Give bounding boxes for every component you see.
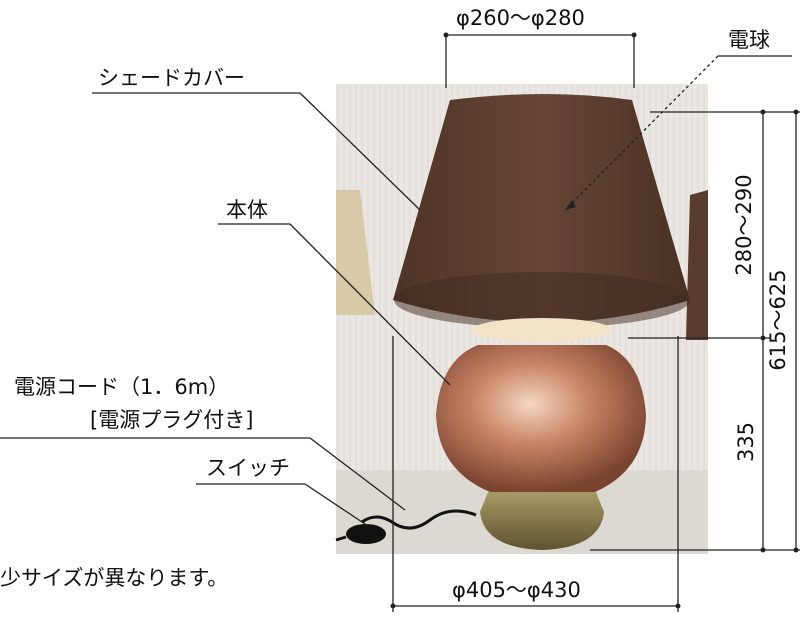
shade-diameter-label: φ260～φ280 <box>456 6 585 30</box>
lampshade <box>393 94 690 323</box>
note-text: 少サイズが異なります。 <box>0 566 229 590</box>
bulb-arrow-icon <box>565 200 576 210</box>
power-plug-label: [電源プラグ付き] <box>90 408 254 432</box>
lamp-body <box>436 345 646 492</box>
switch-device <box>346 524 386 544</box>
base-diameter-label: φ405～φ430 <box>452 578 581 602</box>
bulb-label: 電球 <box>728 28 770 52</box>
total-height-label: 615～625 <box>766 269 790 371</box>
body-height-label: 335 <box>734 421 758 463</box>
cord <box>361 509 477 530</box>
power-cord-label: 電源コード（1．6m） <box>14 375 230 399</box>
side-shade-left <box>336 190 375 315</box>
body-label: 本体 <box>226 198 268 222</box>
side-shade-right <box>686 190 708 340</box>
lamp-base <box>480 492 604 550</box>
switch-label: スイッチ <box>206 456 290 480</box>
shade-cover-label: シェードカバー <box>98 66 245 90</box>
shade-height-label: 280～290 <box>732 174 756 276</box>
